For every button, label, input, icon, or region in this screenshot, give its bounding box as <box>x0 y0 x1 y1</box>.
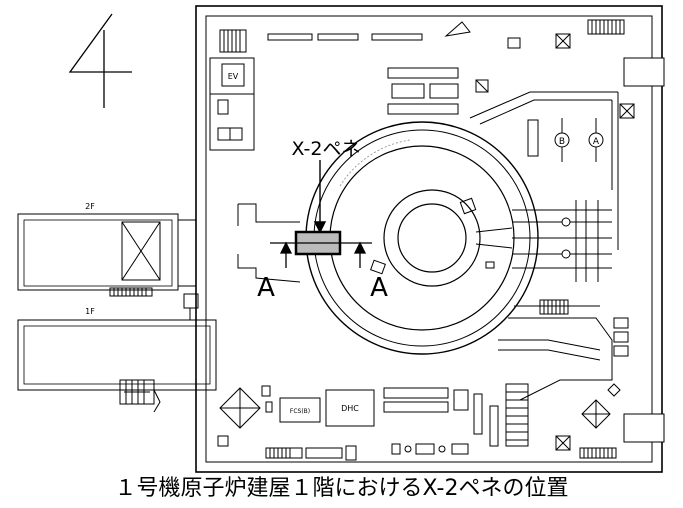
pedestal-ring <box>329 145 515 331</box>
callout-arrow <box>313 160 327 234</box>
pump-b-label: B <box>559 137 565 147</box>
figure-number-text: 4 <box>0 0 1 1</box>
section-marker-right: A <box>370 273 388 303</box>
elevator-label: EV <box>228 72 239 81</box>
callout-label: X-2ペネ <box>291 138 360 160</box>
left-interior-walls <box>237 203 301 283</box>
dashed-arc <box>339 139 411 187</box>
inset-2f-plan <box>17 213 196 297</box>
room-label-fcs: FCS(B) <box>290 408 310 415</box>
figure-number-glyph <box>68 13 132 108</box>
upper-equipment-blocks <box>387 67 635 119</box>
lower-right-stairs <box>489 383 621 459</box>
pump-a <box>588 118 604 162</box>
right-door-notches <box>623 57 665 443</box>
building-outline <box>195 5 663 473</box>
section-marker-left: A <box>257 273 275 303</box>
steam-piping <box>512 200 612 282</box>
figure-caption: １号機原子炉建屋１階におけるX-2ペネの位置 <box>0 474 683 504</box>
reactor-pressure-vessel <box>383 189 481 287</box>
upper-right-corridor <box>469 91 619 250</box>
pump-a-label: A <box>593 137 600 147</box>
pump-b <box>554 118 570 162</box>
caption-text: １号機原子炉建屋１階におけるX-2ペネの位置 <box>114 476 569 501</box>
section-line-a-a <box>270 241 372 268</box>
lower-left-equipment <box>217 385 483 461</box>
lower-right-corridor <box>498 299 629 401</box>
inset-label-1f: 1F <box>85 307 95 316</box>
room-label-dhc: DHC <box>341 404 359 413</box>
elevator-room <box>209 57 255 151</box>
inset-1f-plan <box>17 293 217 413</box>
top-wall-equipment <box>219 19 625 53</box>
pump-pad <box>527 119 539 157</box>
inset-label-2f: 2F <box>85 202 95 211</box>
inner-ring-hatches <box>370 197 513 275</box>
